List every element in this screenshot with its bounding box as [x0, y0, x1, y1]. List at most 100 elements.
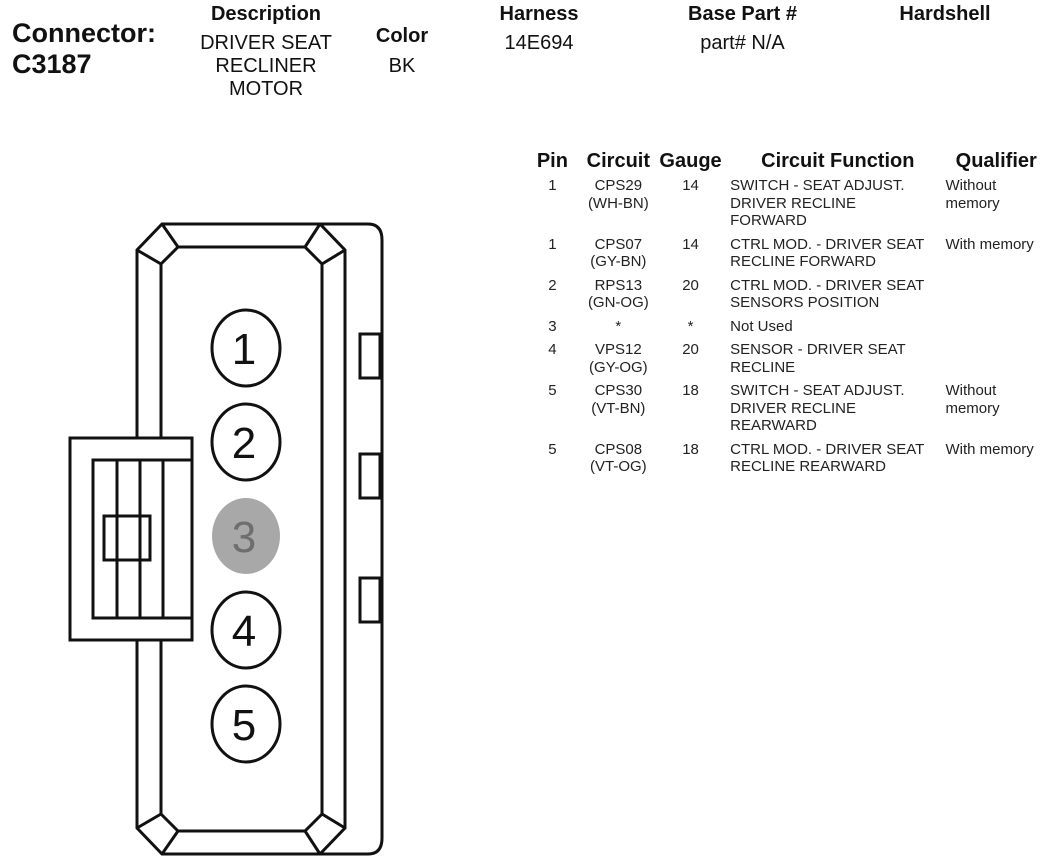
cell-gauge-line: 18	[682, 440, 699, 458]
pin-circle	[212, 498, 280, 574]
cell-qualifier	[945, 318, 1047, 342]
cell-gauge-line: 18	[682, 382, 699, 399]
color-title: Color	[375, 25, 429, 47]
harness-title: Harness	[499, 3, 579, 25]
pin-number: 5	[232, 701, 256, 750]
cell-gauge: 18	[659, 382, 722, 441]
cell-circuit: CPS30(VT-BN)	[578, 382, 659, 441]
housing-side-tab	[358, 332, 382, 380]
cell-gauge: 20	[659, 341, 722, 382]
pinout-table: Pin Circuit Gauge Circuit Function Quali…	[527, 150, 1047, 482]
cell-qualifier: With memory	[945, 441, 1047, 482]
pin-number: 4	[232, 607, 256, 656]
description-line: RECLINER	[215, 55, 317, 77]
header-pin: Pin	[536, 150, 568, 172]
connector-label-block: Connector: C3187	[12, 18, 156, 80]
cell-pin-line: 5	[548, 382, 557, 399]
cell-gauge: 18	[659, 441, 722, 482]
corner-bevel	[321, 248, 346, 266]
cell-function-line: DRIVER RECLINE	[730, 194, 856, 212]
cell-pin-line: 2	[548, 276, 557, 294]
corner-bevel	[303, 223, 322, 248]
pin-cavity: 3	[212, 498, 280, 574]
cell-qualifier	[945, 341, 1047, 382]
pin-circle	[210, 590, 282, 670]
cell-gauge-line: *	[687, 317, 694, 335]
cell-qualifier-line: With memory	[945, 440, 1034, 458]
pin-cavity: 2	[210, 402, 282, 482]
cell-pin-line: 4	[548, 341, 557, 358]
cell-function-line: Not Used	[730, 317, 793, 335]
pin-cavity: 5	[210, 684, 282, 764]
color-value: BK	[388, 55, 416, 77]
header-qualifier: Qualifier	[955, 150, 1037, 172]
header-function: Circuit Function	[761, 150, 915, 172]
cell-circuit-line: (VT-OG)	[590, 458, 647, 475]
cell-circuit-line: (GY-OG)	[589, 358, 648, 376]
cell-function-line: RECLINE FORWARD	[730, 253, 876, 270]
description-line: DRIVER SEAT	[200, 32, 332, 54]
table-header-row: Pin Circuit Gauge Circuit Function Quali…	[527, 150, 1047, 177]
hardshell-title: Hardshell	[899, 3, 991, 25]
cell-circuit: CPS29(WH-BN)	[578, 177, 659, 236]
pin-number: 3	[232, 513, 256, 562]
connector-label: Connector:	[12, 18, 156, 48]
cell-function-line: CTRL MOD. - DRIVER SEAT	[730, 235, 925, 253]
cell-function-line: DRIVER RECLINE	[730, 399, 856, 417]
cell-circuit: RPS13(GN-OG)	[578, 277, 659, 318]
corner-bevel	[160, 830, 180, 855]
cell-gauge: *	[659, 318, 722, 342]
cell-pin-line: 1	[548, 235, 557, 253]
cell-qualifier-line: memory	[945, 194, 1000, 212]
corner-bevel	[160, 223, 180, 248]
description-value: DRIVER SEAT RECLINER MOTOR	[176, 32, 356, 101]
cell-circuit-line: CPS08	[594, 440, 643, 458]
cell-function-line: REARWARD	[730, 417, 817, 434]
cell-function-line: SWITCH - SEAT ADJUST.	[730, 177, 905, 194]
housing-side-tab	[358, 452, 382, 500]
cell-qualifier-line: Without	[945, 382, 997, 399]
cell-pin: 5	[527, 441, 578, 482]
table-row: 3**Not Used	[527, 318, 1047, 342]
cell-pin: 2	[527, 277, 578, 318]
cell-qualifier-line: memory	[945, 399, 1000, 417]
cell-gauge-line: 20	[682, 341, 699, 358]
cell-circuit-line: VPS12	[595, 341, 642, 358]
corner-bevel	[321, 812, 346, 830]
corner-bevel	[136, 812, 162, 830]
cell-pin: 1	[527, 236, 578, 277]
locking-latch	[68, 436, 194, 642]
cell-pin: 1	[527, 177, 578, 236]
cell-gauge-line: 20	[682, 276, 699, 294]
cell-qualifier-line: With memory	[945, 235, 1034, 253]
cell-function-line: RECLINE	[730, 358, 796, 376]
cell-gauge: 14	[659, 236, 722, 277]
cell-circuit-line: RPS13	[594, 276, 643, 294]
cell-function-line: RECLINE REARWARD	[730, 458, 886, 475]
connector-id: C3187	[12, 49, 92, 79]
pin-cavities: 1 2 3 4 5	[210, 308, 282, 764]
cell-pin: 5	[527, 382, 578, 441]
pin-cavity: 1	[210, 308, 282, 388]
cell-circuit-line: CPS30	[594, 382, 643, 399]
cell-circuit-line: CPS07	[594, 235, 643, 253]
cell-pin-line: 1	[548, 177, 557, 194]
base-part-value: part# N/A	[700, 32, 785, 54]
cell-qualifier-line: Without	[945, 177, 997, 194]
cell-circuit-line: *	[615, 317, 622, 335]
cell-qualifier	[945, 277, 1047, 318]
cell-function-line: FORWARD	[730, 212, 807, 229]
pin-number: 1	[232, 325, 256, 374]
header-circuit: Circuit	[586, 150, 651, 172]
